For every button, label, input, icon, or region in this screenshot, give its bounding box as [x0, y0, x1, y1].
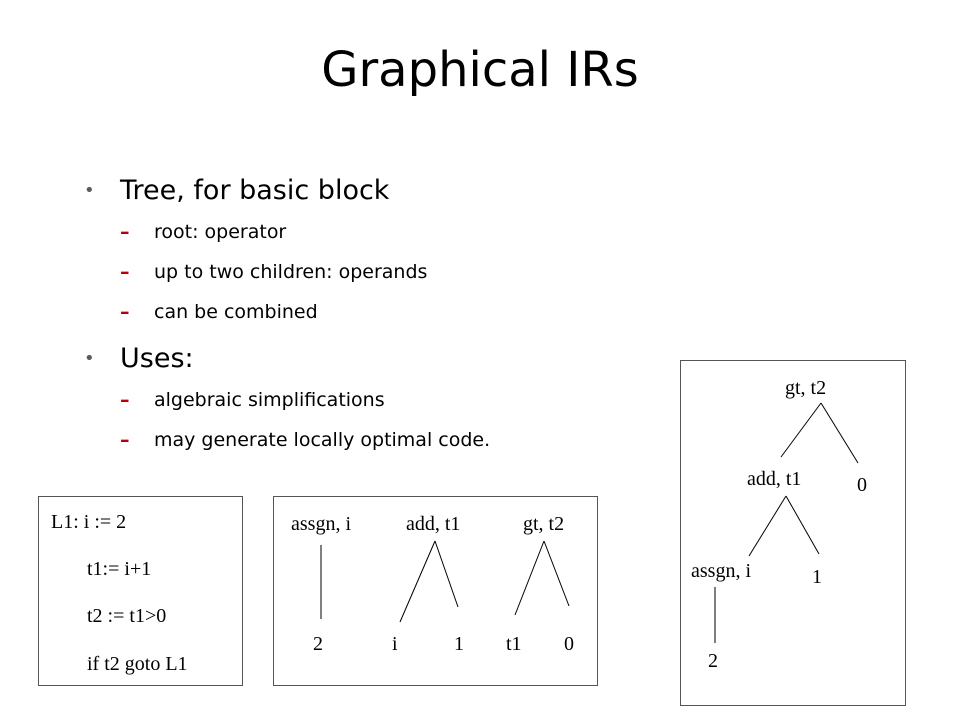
tree-root-assgn: assgn, i	[291, 513, 351, 535]
code-box: L1: i := 2 t1:= i+1 t2 := t1>0 if t2 got…	[38, 496, 243, 686]
combined-tree-diagram: gt, t2 add, t1 0 assgn, i 1 2	[691, 377, 867, 672]
code-line: L1: i := 2	[51, 511, 127, 533]
tree-edge	[820, 402, 859, 464]
tree-leaf: i	[392, 633, 398, 655]
sub-item: algebraic simplifications	[120, 380, 490, 420]
code-line: if t2 goto L1	[87, 653, 188, 675]
sub-list: root: operator up to two children: opera…	[120, 212, 490, 332]
separate-trees-box: assgn, i add, t1 gt, t2 2 i 1 t1 0	[273, 496, 598, 686]
bullet-uses: Uses: algebraic simplifications may gene…	[84, 338, 490, 460]
combined-node-two: 2	[708, 650, 718, 672]
combined-node-zero: 0	[857, 474, 867, 496]
bullet-text: Tree, for basic block	[120, 175, 390, 206]
combined-node-add: add, t1	[747, 468, 801, 490]
tree-root-gt: gt, t2	[523, 513, 564, 535]
tree-leaf: 1	[454, 633, 464, 655]
combined-node-one: 1	[812, 566, 822, 588]
code-line: t2 := t1>0	[87, 605, 167, 627]
sub-item: can be combined	[120, 292, 490, 332]
slide-title: Graphical IRs	[321, 42, 639, 98]
bullet-tree: Tree, for basic block root: operator up …	[84, 170, 490, 332]
bullet-list: Tree, for basic block root: operator up …	[84, 170, 490, 460]
tree-edge	[748, 495, 787, 557]
bullet-text: Uses:	[120, 343, 194, 374]
tree-root-add: add, t1	[406, 513, 460, 535]
tree-leaf: 0	[564, 633, 574, 655]
tree-edge	[399, 540, 436, 623]
sub-item: root: operator	[120, 212, 490, 252]
tree-leaf: 2	[313, 633, 323, 655]
tree-edge	[780, 402, 822, 458]
combined-node-assgn: assgn, i	[691, 560, 751, 582]
combined-node-gt: gt, t2	[785, 377, 826, 399]
tree-edge	[434, 540, 459, 608]
separate-trees-diagram: assgn, i add, t1 gt, t2 2 i 1 t1 0	[291, 513, 574, 655]
sub-item: may generate locally optimal code.	[120, 420, 490, 460]
combined-tree-box: gt, t2 add, t1 0 assgn, i 1 2	[680, 360, 906, 706]
tree-edge	[514, 540, 545, 616]
tree-leaf: t1	[506, 633, 522, 655]
tree-edge	[785, 495, 820, 555]
tree-edge	[543, 540, 570, 607]
code-line: t1:= i+1	[87, 558, 152, 580]
sub-list: algebraic simplifications may generate l…	[120, 380, 490, 460]
sub-item: up to two children: operands	[120, 252, 490, 292]
